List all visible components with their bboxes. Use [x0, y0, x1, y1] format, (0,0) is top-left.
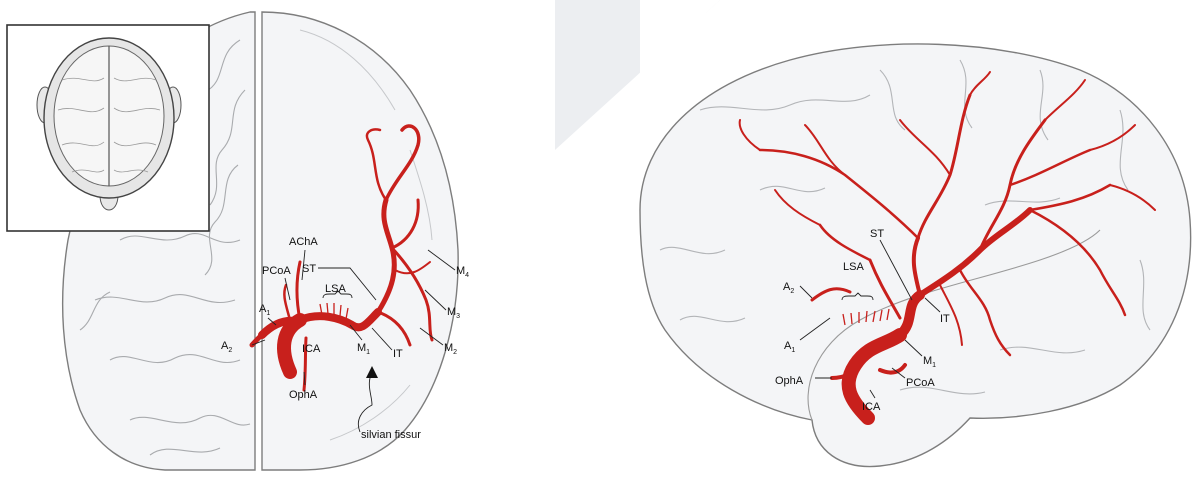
- label-pcoa-lateral: PCoA: [906, 377, 935, 389]
- label-acha: AChA: [289, 236, 318, 248]
- label-opha: OphA: [289, 389, 318, 401]
- head-inset: [7, 25, 209, 231]
- right-panel-lateral-view: ST LSA A2 A1 IT M1 OphA PCoA ICA: [640, 44, 1191, 467]
- label-st-lateral: ST: [870, 228, 884, 240]
- label-st: ST: [302, 263, 316, 275]
- label-ica: ICA: [302, 343, 321, 355]
- label-opha-lateral: OphA: [775, 375, 804, 387]
- label-m4: M4: [456, 265, 469, 279]
- label-ica-lateral: ICA: [862, 401, 881, 413]
- label-lsa: LSA: [325, 283, 346, 295]
- label-it: IT: [393, 348, 403, 360]
- label-m3: M3: [447, 306, 460, 320]
- label-pcoa: PCoA: [262, 265, 291, 277]
- label-m2: M2: [444, 342, 457, 356]
- label-lsa-lateral: LSA: [843, 261, 864, 273]
- label-it-lateral: IT: [940, 313, 950, 325]
- left-panel-superior-view: AChA PCoA ST LSA A1 A2 ICA M1 IT M2 M3 M…: [7, 12, 469, 470]
- label-silvian-fissur: silvian fissur: [361, 429, 421, 441]
